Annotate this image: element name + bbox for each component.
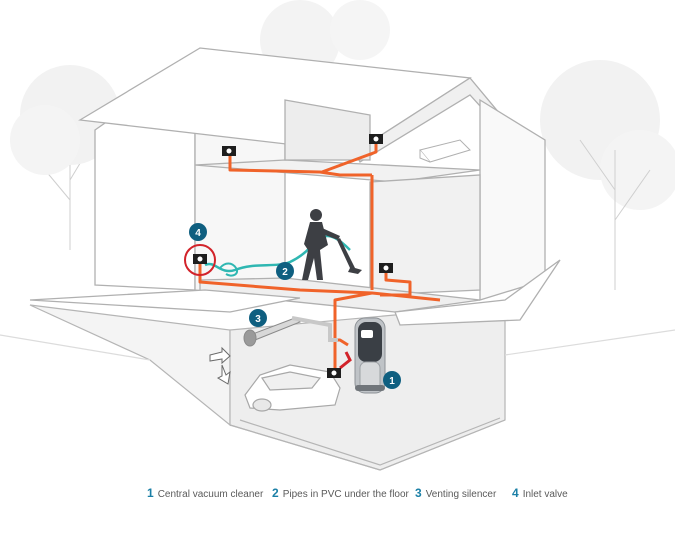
marker-4: 4 xyxy=(189,223,207,241)
venting-silencer xyxy=(243,316,338,347)
marker-2: 2 xyxy=(276,262,294,280)
legend-number: 2 xyxy=(272,486,279,500)
inlet-valve-icon xyxy=(379,263,393,273)
inlet-valve-highlight xyxy=(184,244,216,276)
house-walls xyxy=(29,47,561,326)
central-vacuum-unit xyxy=(354,317,386,394)
legend-number: 1 xyxy=(147,486,154,500)
hose-coil xyxy=(219,262,238,277)
svg-text:2: 2 xyxy=(282,267,288,278)
car-icon xyxy=(244,364,341,412)
svg-text:4: 4 xyxy=(195,228,201,239)
legend-label: Venting silencer xyxy=(425,489,497,500)
svg-text:1: 1 xyxy=(389,376,395,387)
bed-icon xyxy=(419,139,471,163)
person-vacuuming-icon xyxy=(302,209,362,280)
inlet-valve-icon xyxy=(327,368,341,378)
tree-icon xyxy=(10,65,120,250)
red-connector-pipe xyxy=(339,351,352,370)
vent-arrows-icon xyxy=(209,346,231,385)
tree-icon xyxy=(540,60,675,290)
legend-label: Inlet valve xyxy=(522,489,568,500)
legend-label: Central vacuum cleaner xyxy=(157,489,264,500)
svg-text:3: 3 xyxy=(255,314,261,325)
pvc-pipes xyxy=(198,143,441,368)
legend-number: 4 xyxy=(512,486,519,500)
inlet-valve-icon xyxy=(222,146,236,156)
legend-number: 3 xyxy=(415,486,422,500)
marker-3: 3 xyxy=(249,309,267,327)
inlet-valve-icon xyxy=(193,254,207,264)
legend-label: Pipes in PVC under the floor xyxy=(282,489,409,500)
inlet-valve-icon xyxy=(369,134,383,144)
marker-1: 1 xyxy=(383,371,401,389)
